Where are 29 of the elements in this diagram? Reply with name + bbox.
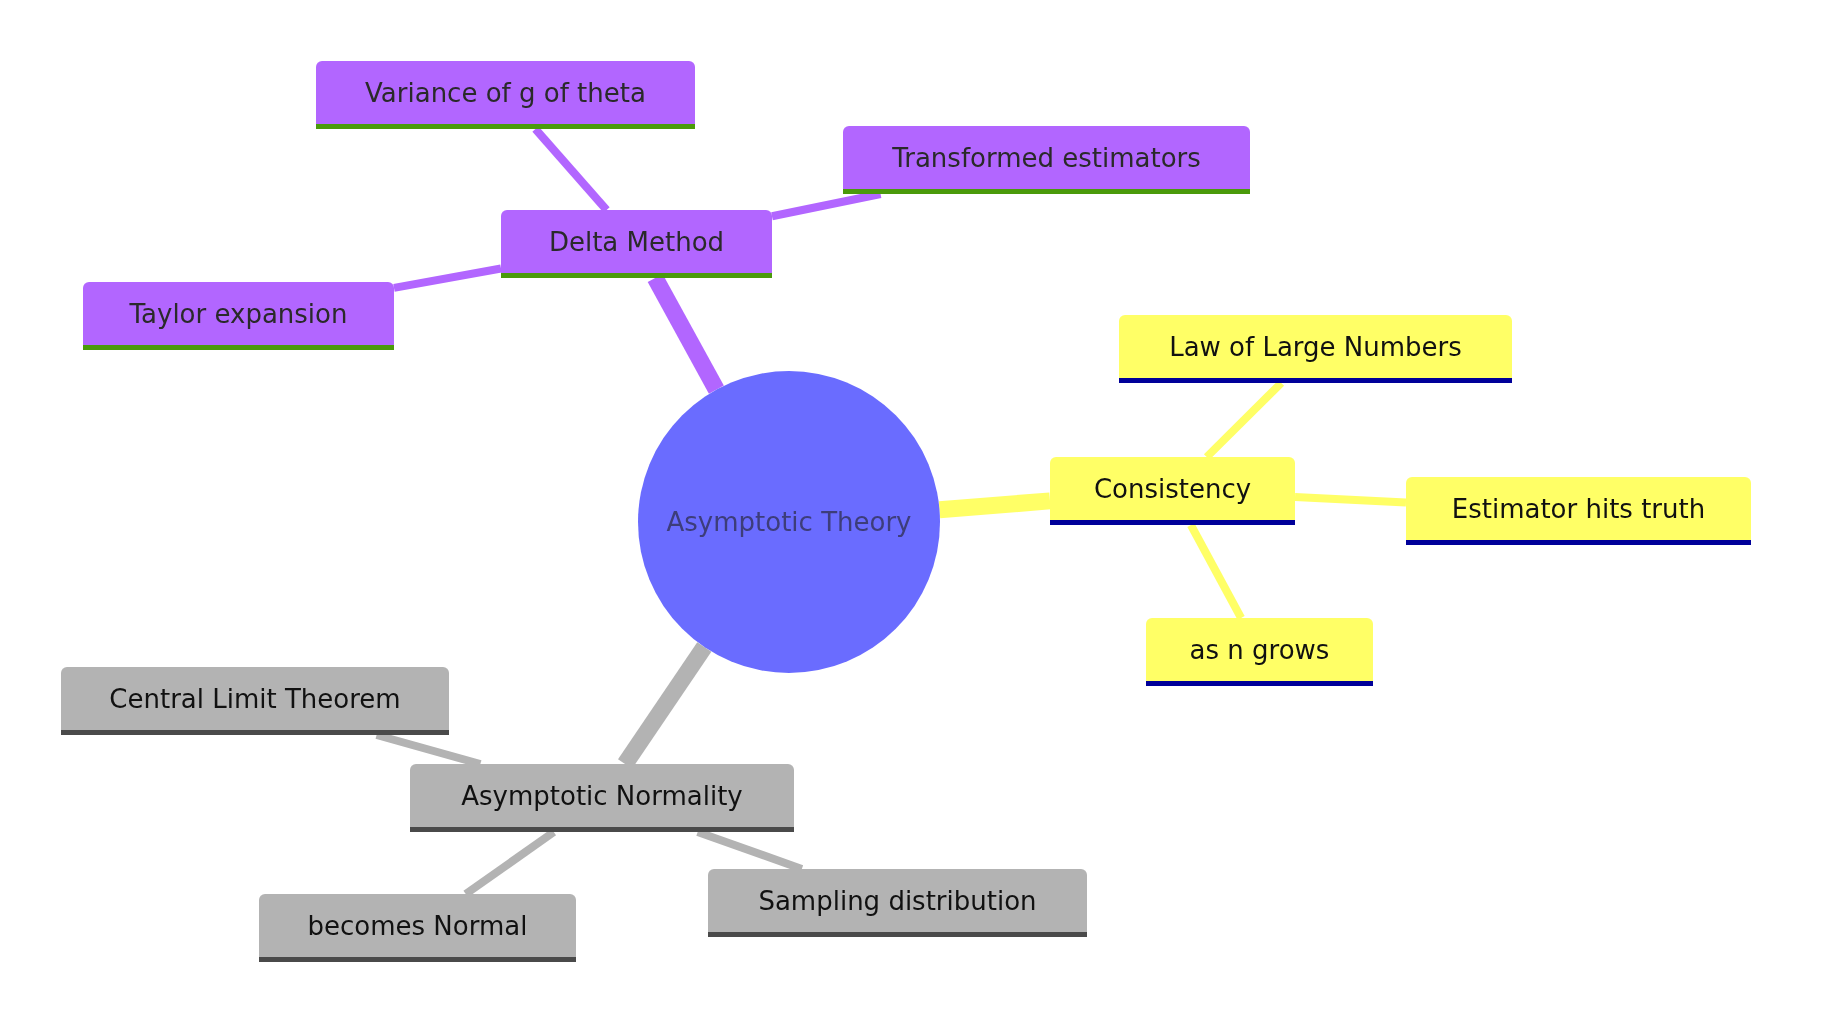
topic-label: Law of Large Numbers	[1169, 331, 1462, 362]
topic-label: Variance of g of theta	[365, 77, 646, 108]
connector-line	[393, 264, 502, 292]
topic-label: Taylor expansion	[129, 298, 348, 329]
topic-label: Sampling distribution	[758, 885, 1037, 916]
topic-box	[501, 210, 772, 278]
topic-label: Consistency	[1093, 473, 1252, 504]
topic-label: becomes Normal	[307, 910, 528, 941]
topic-label: Asymptotic Normality	[461, 780, 743, 811]
topic-box	[410, 764, 794, 832]
connector-line	[1294, 493, 1407, 507]
connector-line	[938, 492, 1051, 519]
topic-box	[83, 282, 394, 350]
topic-box	[1119, 315, 1512, 383]
topic-box	[1146, 618, 1373, 686]
topic-label: Asymptotic Theory	[666, 507, 912, 537]
topic-box	[316, 61, 695, 129]
topic-box	[1050, 457, 1295, 525]
topic-label: Transformed estimators	[892, 142, 1201, 173]
topic-box	[708, 869, 1087, 937]
topic-label: Delta Method	[548, 226, 725, 257]
connector-line	[1187, 523, 1245, 620]
topic-box	[1406, 477, 1751, 545]
topic-box	[843, 126, 1250, 194]
topic-label: Central Limit Theorem	[109, 683, 401, 714]
topic-box	[259, 894, 576, 962]
topic-box	[61, 667, 449, 735]
topic-label: Estimator hits truth	[1451, 493, 1706, 524]
topic-label: as n grows	[1189, 634, 1330, 665]
